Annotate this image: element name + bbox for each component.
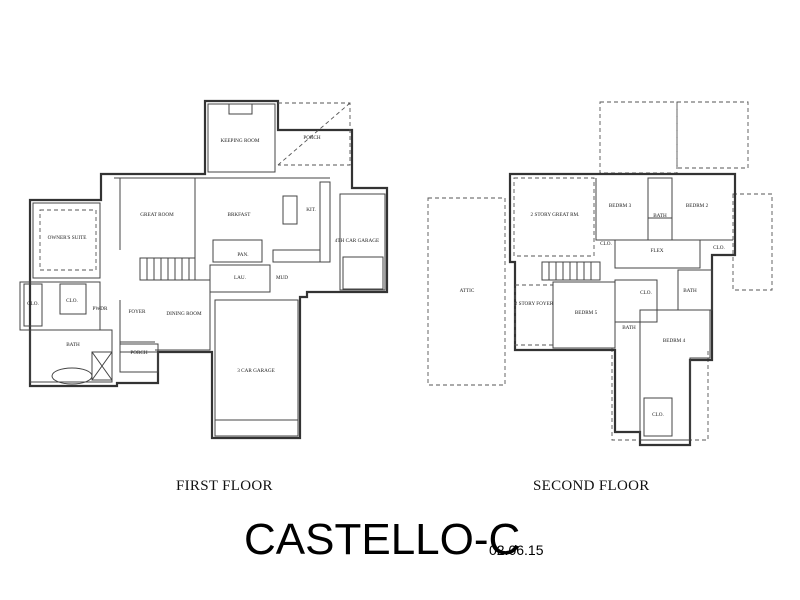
label-bath: BATH [66,342,80,348]
label-clo-d: CLO. [652,412,664,418]
label-4th-car-garage: 4TH CAR GARAGE [335,238,379,244]
label-porch-front: PORCH [130,350,148,356]
label-brkfast: BRKFAST [228,212,252,218]
first-floor-exterior-wall [28,99,389,440]
label-bath-a: BATH [653,213,667,219]
second-floor-plan [427,101,773,447]
label-clo-a: CLO. [27,301,39,307]
first-floor-title: FIRST FLOOR [176,478,273,494]
label-2-story-foyer: 2 STORY FOYER [515,301,554,307]
label-keeping-room: KEEPING ROOM [220,138,259,144]
label-pan: PAN. [237,252,248,258]
label-owners-suite: OWNER'S SUITE [48,235,87,241]
label-bath-c: BATH [622,325,636,331]
plan-name-title: CASTELLO-C [244,515,521,564]
label-bath-b: BATH [683,288,697,294]
label-kit: KIT. [306,207,316,213]
label-lau: LAU. [234,275,246,281]
label-porch-top: PORCH [303,135,321,141]
label-bedrm-2: BEDRM 2 [686,203,709,209]
label-bedrm-4: BEDRM 4 [663,338,686,344]
label-clo-b: CLO. [713,245,725,251]
label-flex: FLEX [651,248,664,254]
label-great-room: GREAT ROOM [140,212,174,218]
plan-date: 02.06.15 [489,542,544,558]
label-clo-c: CLO. [640,290,652,296]
label-mud: MUD [276,275,288,281]
label-foyer: FOYER [128,309,146,315]
label-dining-room: DINING ROOM [166,311,202,317]
label-attic: ATTIC [460,288,475,294]
second-floor-title: SECOND FLOOR [533,478,650,494]
label-bedrm-5: BEDRM 5 [575,310,598,316]
label-pwdr: PWDR [93,306,109,312]
label-3-car-garage: 3 CAR GARAGE [237,368,274,374]
label-2-story-great-rm: 2 STORY GREAT RM. [531,212,580,218]
label-clo-b: CLO. [66,298,78,304]
first-floor-plan [19,99,389,440]
label-bedrm-3: BEDRM 3 [609,203,632,209]
label-clo-a: CLO. [600,241,612,247]
